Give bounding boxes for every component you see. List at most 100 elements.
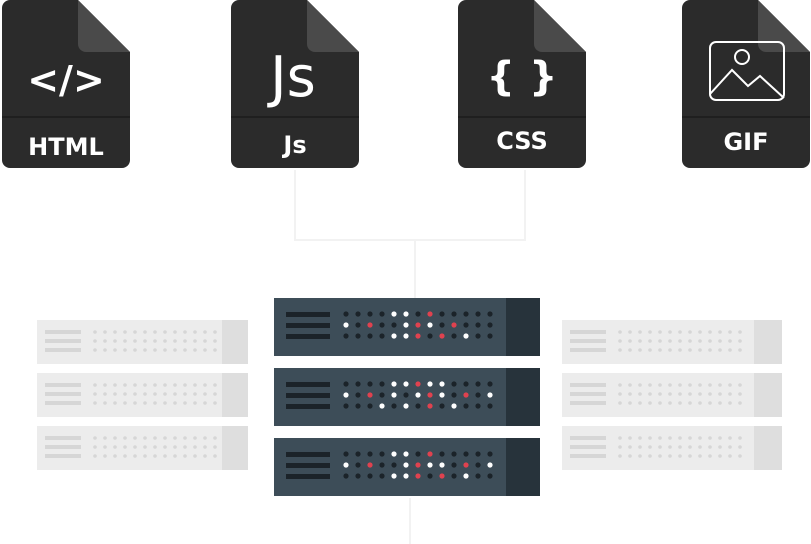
ghost-led [738,401,742,405]
ghost-led [213,392,217,396]
ghost-led [688,339,692,343]
status-led [367,473,373,479]
status-led [367,311,373,317]
status-led [355,451,361,457]
status-led [475,462,481,468]
status-led [367,381,373,387]
ghost-led [193,392,197,396]
ghost-led [738,348,742,352]
ghost-led [658,454,662,458]
status-led [415,333,421,339]
status-led [427,322,433,328]
status-led [367,403,373,409]
ghost-led [143,348,147,352]
right-ghost-server-rack [562,320,782,470]
ghost-led [123,392,127,396]
status-led [451,333,457,339]
ghost-led [143,330,147,334]
ghost-led [718,392,722,396]
status-led [475,403,481,409]
ghost-led [123,348,127,352]
ghost-led [648,454,652,458]
ghost-led [668,401,672,405]
ghost-drive-slot [570,445,606,449]
js-file-caption: Js [281,131,306,159]
ghost-led [93,401,97,405]
ghost-led [113,436,117,440]
ghost-led [183,348,187,352]
ghost-drive-slot [570,436,606,440]
ghost-led [213,330,217,334]
ghost-led [658,383,662,387]
ghost-led [193,383,197,387]
status-led [355,322,361,328]
status-led [427,403,433,409]
ghost-led [708,348,712,352]
ghost-led [648,436,652,440]
ghost-drive-slot [45,436,81,440]
ghost-server-unit [37,426,248,470]
status-led [463,311,469,317]
drive-slot [286,463,330,468]
drive-slot [286,323,330,328]
ghost-led [143,392,147,396]
ghost-led [133,348,137,352]
status-led [379,322,385,328]
status-led [343,451,349,457]
status-led [391,473,397,479]
ghost-led [213,445,217,449]
ghost-led [708,383,712,387]
status-led [487,311,493,317]
status-led [415,392,421,398]
ghost-led [183,436,187,440]
ghost-led [193,454,197,458]
code-brackets-icon: </> [27,58,105,102]
ghost-led [728,348,732,352]
ghost-led [698,445,702,449]
ghost-led [658,348,662,352]
status-led [451,322,457,328]
ghost-led [738,339,742,343]
ghost-led [103,401,107,405]
status-led [379,462,385,468]
ghost-led [193,339,197,343]
status-led [415,462,421,468]
ghost-led [708,330,712,334]
status-led [463,462,469,468]
ghost-server-unit [37,373,248,417]
ghost-led [123,445,127,449]
status-led [439,381,445,387]
ghost-led [123,330,127,334]
ghost-led [718,445,722,449]
ghost-led [113,392,117,396]
ghost-led [698,383,702,387]
ghost-led [728,392,732,396]
server-side-panel [506,438,540,496]
status-led [475,392,481,398]
ghost-led [698,401,702,405]
ghost-led [648,392,652,396]
ghost-led [103,445,107,449]
ghost-led [618,445,622,449]
ghost-led [213,436,217,440]
ghost-led [153,401,157,405]
ghost-led [648,339,652,343]
ghost-led [193,348,197,352]
ghost-led [153,383,157,387]
ghost-led [93,445,97,449]
status-led [439,403,445,409]
ghost-led [173,383,177,387]
ghost-led [688,330,692,334]
status-led [451,392,457,398]
ghost-led [93,348,97,352]
ghost-led [133,445,137,449]
status-led [451,403,457,409]
ghost-led [618,348,622,352]
ghost-led [103,383,107,387]
ghost-led [163,348,167,352]
ghost-led [123,383,127,387]
status-led [463,403,469,409]
ghost-drive-slot [45,454,81,458]
drive-slot [286,393,330,398]
